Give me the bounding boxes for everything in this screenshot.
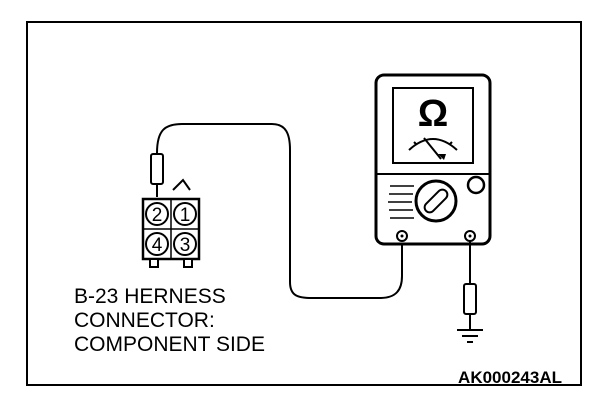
b23-harness-connector: 2 1 4 3 bbox=[141, 178, 201, 268]
ohmmeter: Ω bbox=[374, 73, 492, 246]
pin-label-3: 3 bbox=[180, 235, 191, 256]
ground-lead bbox=[463, 241, 477, 330]
pin-2 bbox=[145, 202, 169, 226]
figure-code: AK000243AL bbox=[458, 368, 562, 387]
range-button bbox=[466, 175, 486, 195]
selector-dial bbox=[388, 179, 458, 223]
pin-label-4: 4 bbox=[152, 235, 163, 256]
connector-caption-line1: B-23 HERNESS bbox=[74, 285, 226, 308]
ohm-symbol: Ω bbox=[418, 93, 448, 135]
test-probe bbox=[150, 153, 164, 197]
test-lead-wire bbox=[156, 123, 403, 299]
pin-4 bbox=[145, 232, 169, 256]
connector-caption-line3: COMPONENT SIDE bbox=[74, 333, 265, 356]
ground-symbol bbox=[457, 329, 483, 343]
pin-label-2: 2 bbox=[152, 205, 163, 226]
connector-caption-line2: CONNECTOR: bbox=[74, 309, 215, 332]
figure-frame bbox=[26, 21, 582, 386]
pin-1 bbox=[173, 202, 197, 226]
meter-scale-arc bbox=[408, 138, 458, 151]
pin-3 bbox=[173, 232, 197, 256]
ground-probe bbox=[463, 283, 477, 315]
pin-label-1: 1 bbox=[180, 205, 191, 226]
meter-needle bbox=[423, 137, 442, 160]
